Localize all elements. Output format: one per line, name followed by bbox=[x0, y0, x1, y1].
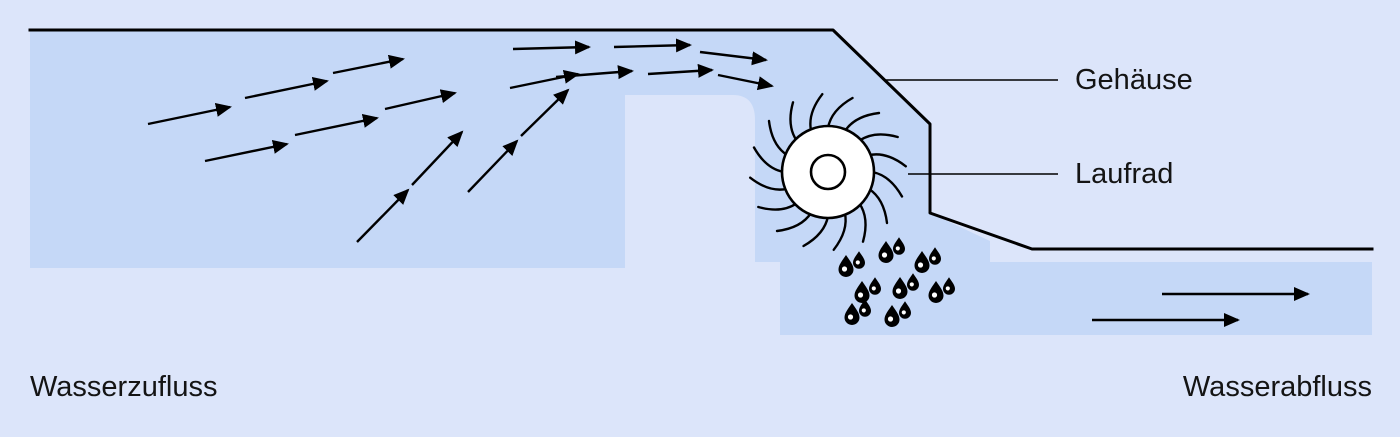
impeller-wheel bbox=[749, 93, 907, 251]
gehaeuse-label: Gehäuse bbox=[1075, 64, 1193, 96]
outflow-water-region bbox=[780, 262, 1372, 335]
pointer-lines bbox=[885, 79, 1058, 175]
outflow-label: Wasserabfluss bbox=[1182, 371, 1372, 403]
splash-droplets bbox=[838, 237, 955, 327]
inflow-label: Wasserzufluss bbox=[30, 371, 218, 403]
impeller-hub bbox=[809, 153, 847, 191]
housing-outline bbox=[28, 28, 1374, 251]
outflow-arrows bbox=[1092, 287, 1310, 327]
inflow-water-region bbox=[30, 30, 625, 268]
laufrad-label: Laufrad bbox=[1075, 158, 1174, 190]
flow-arrows bbox=[147, 38, 774, 243]
